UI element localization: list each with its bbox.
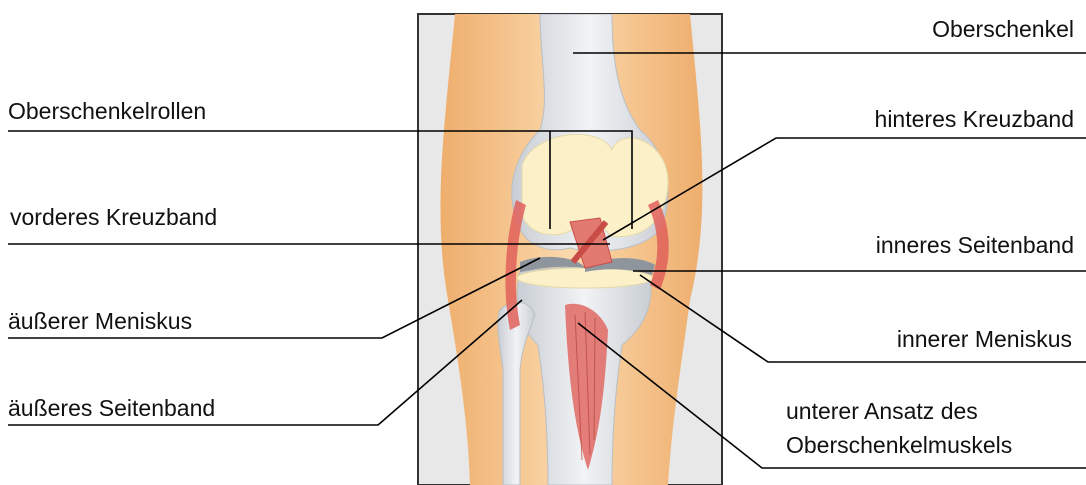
label-innerer-meniskus: innerer Meniskus — [897, 326, 1072, 352]
label-hinteres-kreuzband: hinteres Kreuzband — [875, 106, 1074, 132]
label-unterer-ansatz-line1: unterer Ansatz des — [786, 398, 978, 424]
label-inneres-seitenband: inneres Seitenband — [876, 232, 1074, 258]
label-vorderes-kreuzband: vorderes Kreuzband — [10, 204, 217, 230]
label-oberschenkel: Oberschenkel — [932, 16, 1074, 42]
label-aeusseres-seitenband: äußeres Seitenband — [8, 395, 215, 421]
label-aeusserer-meniskus: äußerer Meniskus — [8, 308, 192, 334]
label-oberschenkelrollen: Oberschenkelrollen — [8, 98, 206, 124]
label-unterer-ansatz-line2: Oberschenkelmuskels — [786, 432, 1012, 458]
